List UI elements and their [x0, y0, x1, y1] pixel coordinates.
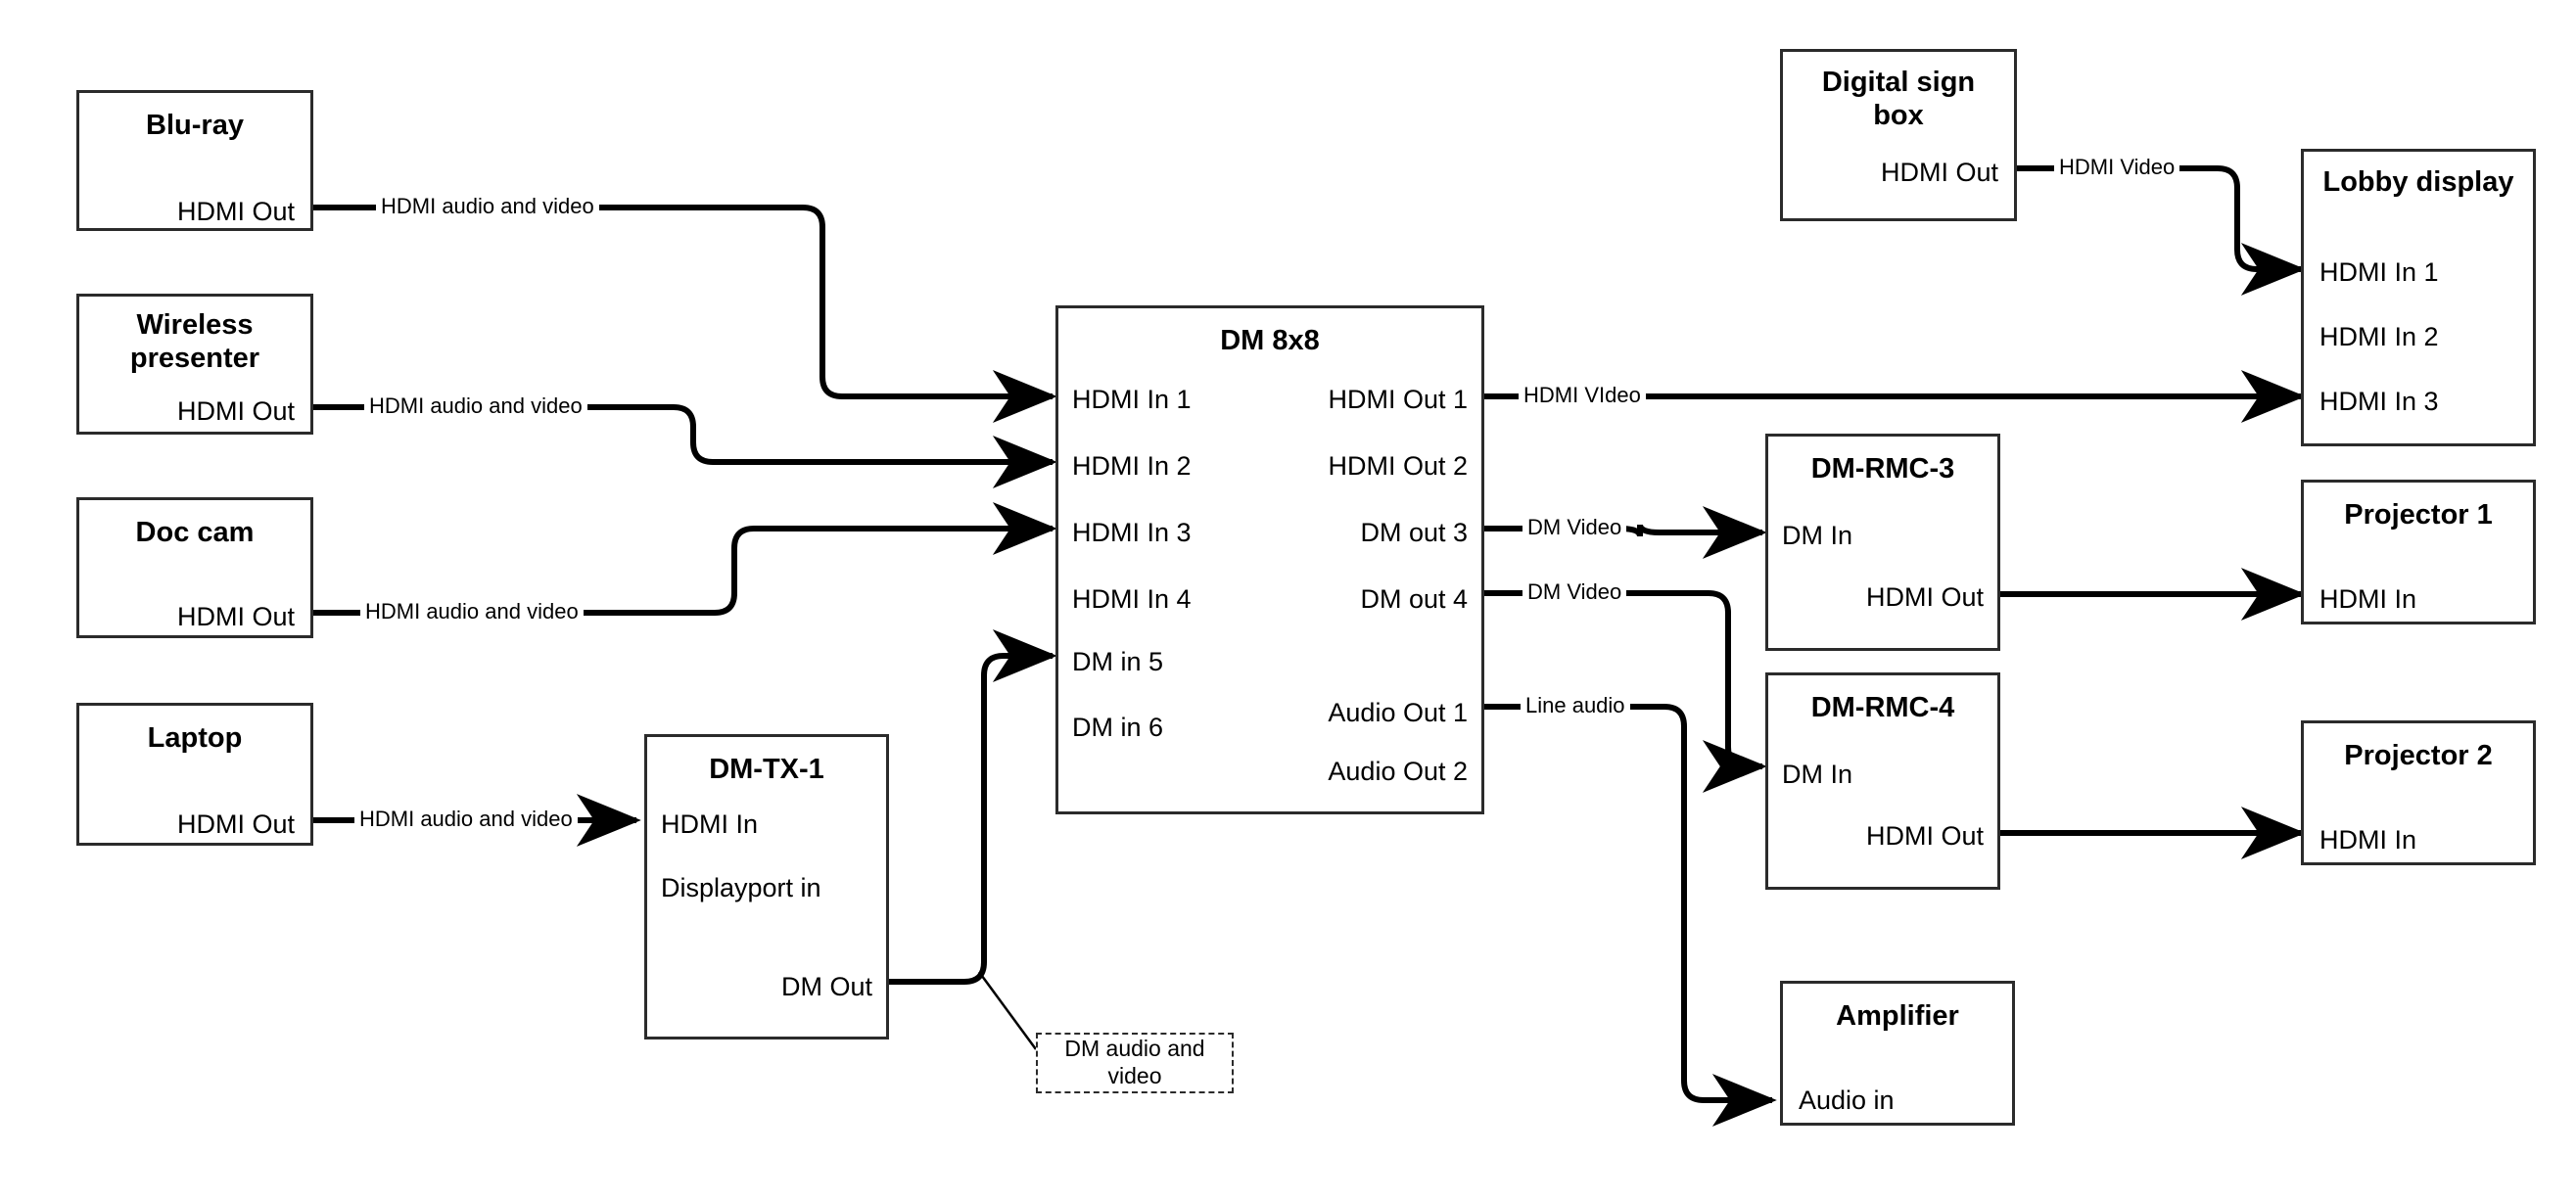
node-blu-ray[interactable]: Blu-ray HDMI Out — [76, 90, 313, 231]
port-blu-ray-hdmi-out[interactable]: HDMI Out — [176, 197, 295, 226]
leader-line-dm-audio-video — [977, 971, 1038, 1050]
port-dm-tx-1-dm-out[interactable]: DM Out — [780, 972, 872, 1001]
node-title-projector-2: Projector 2 — [2344, 740, 2493, 771]
port-dm-8x8-dm-in-5[interactable]: DM in 5 — [1072, 647, 1164, 676]
port-dm-8x8-hdmi-out-1[interactable]: HDMI Out 1 — [1328, 385, 1468, 414]
node-dm-8x8[interactable]: DM 8x8 HDMI In 1 HDMI In 2 HDMI In 3 HDM… — [1055, 305, 1484, 814]
port-dm-8x8-audio-out-1[interactable]: Audio Out 1 — [1328, 698, 1468, 727]
node-title-amplifier: Amplifier — [1836, 1000, 1959, 1032]
port-dm-8x8-hdmi-in-3[interactable]: HDMI In 3 — [1072, 518, 1192, 547]
node-amplifier[interactable]: Amplifier Audio in — [1780, 981, 2015, 1126]
port-dm-8x8-dm-out-3[interactable]: DM out 3 — [1360, 518, 1468, 547]
node-projector-1[interactable]: Projector 1 HDMI In — [2301, 480, 2536, 624]
port-lobby-display-hdmi-in-2[interactable]: HDMI In 2 — [2319, 322, 2439, 351]
node-dm-tx-1[interactable]: DM-TX-1 HDMI In Displayport in DM Out — [644, 734, 889, 1039]
node-title-dm-rmc-3: DM-RMC-3 — [1810, 453, 1955, 485]
port-dm-8x8-hdmi-out-2[interactable]: HDMI Out 2 — [1328, 451, 1468, 481]
port-dm-8x8-hdmi-in-1[interactable]: HDMI In 1 — [1072, 385, 1192, 414]
port-dm-tx-1-hdmi-in[interactable]: HDMI In — [661, 809, 759, 839]
node-title-digital-sign-box: Digital sign box — [1821, 67, 1976, 132]
port-dm-rmc-4-hdmi-out[interactable]: HDMI Out — [1865, 821, 1984, 851]
node-dm-rmc-4[interactable]: DM-RMC-4 DM In HDMI Out — [1765, 672, 2000, 890]
port-dm-8x8-hdmi-in-2[interactable]: HDMI In 2 — [1072, 451, 1192, 481]
port-wireless-presenter-hdmi-out[interactable]: HDMI Out — [176, 396, 295, 426]
node-lobby-display[interactable]: Lobby display HDMI In 1 HDMI In 2 HDMI I… — [2301, 149, 2536, 446]
port-dm-rmc-4-dm-in[interactable]: DM In — [1782, 760, 1853, 789]
edge-label-doccam-to-dm8x8: HDMI audio and video — [360, 601, 584, 623]
port-laptop-hdmi-out[interactable]: HDMI Out — [176, 809, 295, 839]
edge-label-dm8x8-to-lobby: HDMI VIdeo — [1519, 385, 1646, 406]
port-dm-8x8-hdmi-in-4[interactable]: HDMI In 4 — [1072, 584, 1192, 614]
node-title-laptop: Laptop — [147, 722, 243, 754]
port-dm-rmc-3-hdmi-out[interactable]: HDMI Out — [1865, 582, 1984, 612]
port-dm-8x8-audio-out-2[interactable]: Audio Out 2 — [1328, 757, 1468, 786]
node-title-dm-tx-1: DM-TX-1 — [709, 754, 824, 785]
port-lobby-display-hdmi-in-3[interactable]: HDMI In 3 — [2319, 387, 2439, 416]
callout-text: DM audio and video — [1064, 1036, 1205, 1088]
edge-label-dm8x8-to-amplifier: Line audio — [1521, 695, 1630, 716]
edge-label-signbox-to-lobby: HDMI Video — [2054, 157, 2180, 178]
port-dm-8x8-dm-out-4[interactable]: DM out 4 — [1360, 584, 1468, 614]
node-title-lobby-display: Lobby display — [2322, 166, 2514, 198]
wire-dm8x8-to-rmc4 — [1484, 590, 1767, 793]
node-title-doc-cam: Doc cam — [135, 517, 255, 548]
node-dm-rmc-3[interactable]: DM-RMC-3 DM In HDMI Out — [1765, 434, 2000, 651]
edge-label-wireless-to-dm8x8: HDMI audio and video — [364, 395, 587, 417]
wire-dmtx1-to-dm8x8 — [889, 629, 1057, 985]
node-projector-2[interactable]: Projector 2 HDMI In — [2301, 720, 2536, 865]
port-dm-rmc-3-dm-in[interactable]: DM In — [1782, 521, 1853, 550]
node-title-dm-8x8: DM 8x8 — [1220, 325, 1320, 356]
node-laptop[interactable]: Laptop HDMI Out — [76, 703, 313, 846]
port-lobby-display-hdmi-in-1[interactable]: HDMI In 1 — [2319, 257, 2439, 287]
edge-label-bluray-to-dm8x8: HDMI audio and video — [376, 196, 599, 217]
wire-signbox-to-lobby — [2017, 165, 2306, 296]
port-digital-sign-box-hdmi-out[interactable]: HDMI Out — [1880, 158, 1998, 187]
port-amplifier-audio-in[interactable]: Audio in — [1799, 1086, 1895, 1115]
node-title-blu-ray: Blu-ray — [146, 110, 244, 141]
wire-bluray-to-dm8x8 — [313, 205, 1057, 423]
node-title-wireless-presenter: Wireless presenter — [129, 309, 260, 375]
wire-dm8x8-to-amplifier — [1484, 704, 1777, 1127]
port-dm-8x8-dm-in-6[interactable]: DM in 6 — [1072, 713, 1164, 742]
node-title-dm-rmc-4: DM-RMC-4 — [1810, 692, 1955, 723]
edge-label-dm8x8-to-rmc3: DM Video — [1522, 517, 1627, 538]
node-digital-sign-box[interactable]: Digital sign box HDMI Out — [1780, 49, 2017, 221]
node-doc-cam[interactable]: Doc cam HDMI Out — [76, 497, 313, 638]
port-projector-2-hdmi-in[interactable]: HDMI In — [2319, 825, 2417, 855]
port-projector-1-hdmi-in[interactable]: HDMI In — [2319, 584, 2417, 614]
port-dm-tx-1-displayport-in[interactable]: Displayport in — [661, 873, 821, 902]
edge-label-dm8x8-to-rmc4: DM Video — [1522, 581, 1627, 603]
port-doc-cam-hdmi-out[interactable]: HDMI Out — [176, 602, 295, 631]
node-title-projector-1: Projector 1 — [2344, 499, 2493, 531]
edge-label-laptop-to-dmtx1: HDMI audio and video — [354, 808, 578, 830]
node-wireless-presenter[interactable]: Wireless presenter HDMI Out — [76, 294, 313, 435]
callout-dm-audio-and-video: DM audio and video — [1036, 1033, 1234, 1093]
